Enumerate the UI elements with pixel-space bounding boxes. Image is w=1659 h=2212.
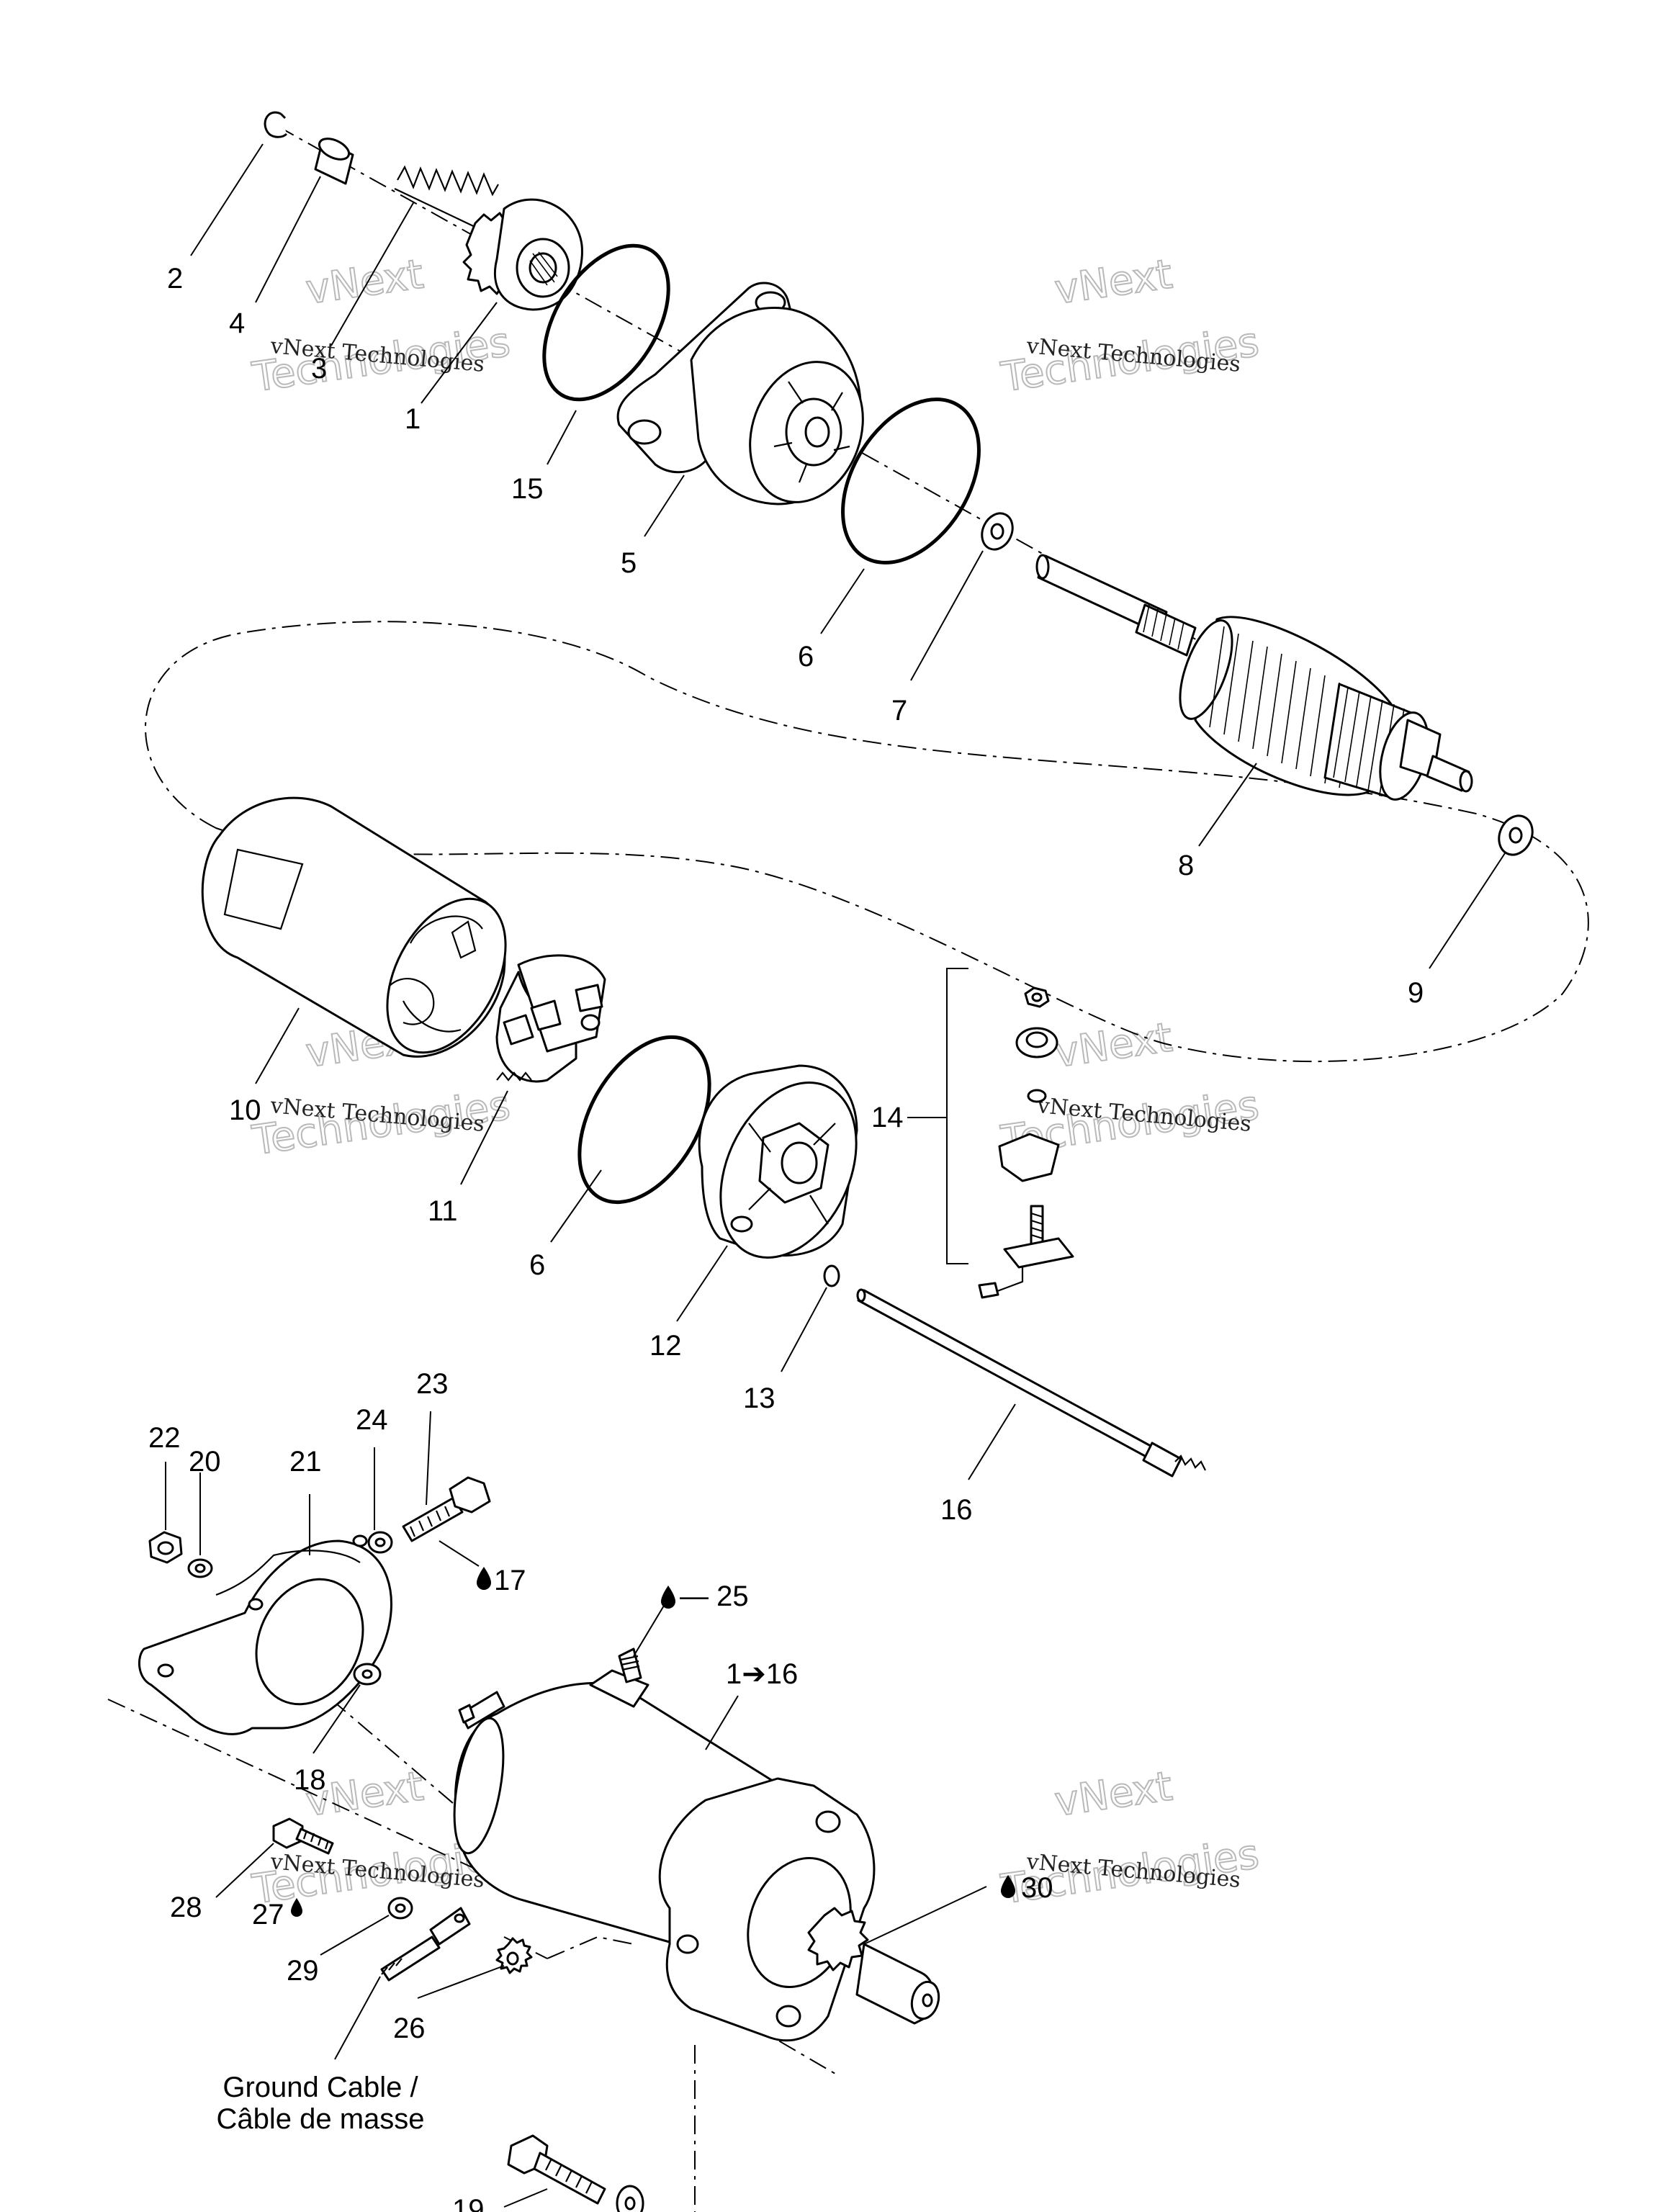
drive-pinion xyxy=(462,198,583,311)
flat-washer-18 xyxy=(353,1663,382,1686)
callout-24: 24 xyxy=(356,1404,388,1436)
callout-1-to-16: 1➔16 xyxy=(726,1658,798,1690)
callout-10: 10 xyxy=(229,1094,261,1126)
watermark-2: vNext Technologies xyxy=(997,250,1262,402)
oil-drop-icon xyxy=(477,1567,491,1590)
drive-housing xyxy=(616,282,864,505)
kit-insulator-plate xyxy=(998,1133,1060,1182)
lock-washer xyxy=(187,1558,213,1578)
svg-text:vNext: vNext xyxy=(303,251,426,313)
hex-bolt-23 xyxy=(402,1476,491,1542)
callout-18: 18 xyxy=(294,1764,326,1796)
o-ring-upper xyxy=(542,243,670,402)
kit-terminal-bolt xyxy=(978,1205,1074,1299)
spring xyxy=(394,165,499,231)
leader-lines xyxy=(165,143,1506,2208)
callout-26: 26 xyxy=(393,2013,426,2044)
kit-nut xyxy=(1024,986,1050,1008)
callout-6-lower: 6 xyxy=(529,1249,545,1281)
callout-15: 15 xyxy=(511,473,544,505)
callout-19: 19 xyxy=(452,2194,485,2212)
callout-25: — 25 xyxy=(680,1581,749,1612)
brush-holder xyxy=(495,954,606,1083)
callout-4: 4 xyxy=(229,307,245,339)
callout-12: 12 xyxy=(649,1330,682,1362)
callout-3: 3 xyxy=(311,353,327,385)
ground-axis-bend xyxy=(547,1936,634,1959)
callout-29: 29 xyxy=(287,1955,319,1987)
callout-7: 7 xyxy=(891,695,907,727)
callout-1: 1 xyxy=(405,403,421,435)
small-o-ring xyxy=(823,1264,840,1287)
hex-bolt-28 xyxy=(272,1817,334,1855)
ground-cable-label-line1: Ground Cable / xyxy=(222,2072,418,2103)
o-ring-lower xyxy=(577,1035,711,1205)
starter-motor-assembly xyxy=(453,1647,940,2042)
armature xyxy=(1035,554,1473,801)
callout-22: 22 xyxy=(148,1422,181,1454)
callout-21: 21 xyxy=(289,1446,322,1478)
svg-text:vNext: vNext xyxy=(1052,1763,1175,1825)
callout-14: 14 xyxy=(871,1102,904,1133)
callout-8: 8 xyxy=(1178,850,1194,881)
callout-20: 20 xyxy=(189,1446,221,1478)
callout-16: 16 xyxy=(940,1494,973,1526)
callout-23: 23 xyxy=(416,1368,449,1400)
callout-6-upper: 6 xyxy=(798,641,814,673)
callout-5: 5 xyxy=(621,547,637,579)
o-ring-middle xyxy=(841,397,981,565)
ground-cable-label-line2: Câble de masse xyxy=(216,2103,424,2135)
oil-drop-icon xyxy=(661,1586,675,1609)
flat-washer-bottom xyxy=(616,2185,644,2212)
star-washer xyxy=(495,1937,533,1974)
hex-bolt-19 xyxy=(507,2134,606,2205)
washer-upper xyxy=(981,512,1014,551)
svg-text:vNext: vNext xyxy=(1052,1014,1175,1076)
circlip xyxy=(264,111,288,138)
screw-axis-line xyxy=(331,1699,577,1909)
mounting-bracket xyxy=(138,1534,392,1735)
flat-washer-24 xyxy=(367,1531,393,1554)
svg-text:vNext: vNext xyxy=(1052,251,1175,313)
callout-13: 13 xyxy=(743,1382,775,1414)
yoke-housing xyxy=(201,796,507,1058)
flat-washer-29 xyxy=(387,1897,413,1920)
armature-enclosure-line xyxy=(145,621,1589,1063)
end-cover xyxy=(698,1064,858,1259)
callout-11: 11 xyxy=(428,1195,458,1227)
oil-drop-icon xyxy=(291,1898,302,1917)
callout-30: 30 xyxy=(1021,1872,1053,1904)
bushing xyxy=(314,138,354,185)
callout-9: 9 xyxy=(1408,977,1424,1009)
through-bolt xyxy=(856,1288,1206,1478)
oil-drop-icon xyxy=(1001,1875,1015,1898)
kit-insulator-washer xyxy=(1015,1027,1058,1058)
kit-bracket xyxy=(946,968,968,1264)
kit-small-washer xyxy=(1027,1089,1047,1103)
nut xyxy=(148,1531,183,1564)
callout-28: 28 xyxy=(170,1892,202,1923)
callout-17: 17 xyxy=(494,1565,526,1596)
callout-2: 2 xyxy=(167,263,183,295)
ground-cable-terminal xyxy=(380,1907,471,1982)
washer-lower xyxy=(1498,814,1534,856)
callout-27: 27 xyxy=(252,1899,284,1930)
